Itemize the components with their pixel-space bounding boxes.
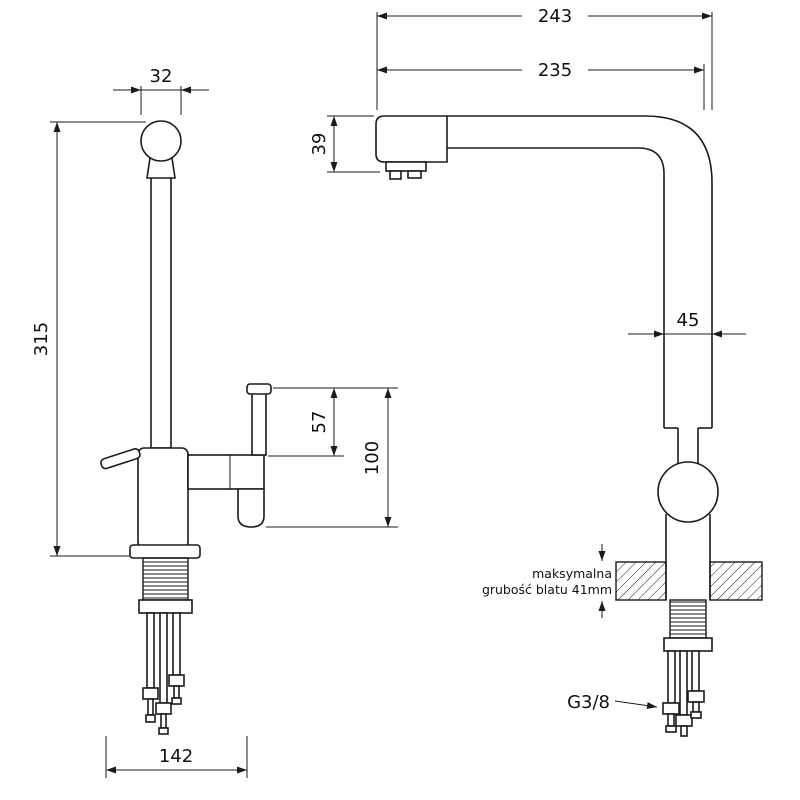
- dim-head-height: 39: [309, 115, 380, 173]
- front-hoses: [142, 612, 185, 735]
- dim-45-label: 45: [677, 310, 700, 331]
- dim-243-label: 243: [538, 6, 572, 27]
- front-mounting-nut: [138, 599, 193, 614]
- dim-235-label: 235: [538, 60, 572, 81]
- front-threaded-shank: [142, 557, 189, 601]
- dim-handle-height: 57: [268, 387, 398, 457]
- front-hose-fitting-2: [155, 702, 172, 715]
- dim-spout-reach: 235: [377, 60, 705, 110]
- counter-note-line2: grubość blatu 41mm: [482, 582, 612, 597]
- side-ball-joint: [657, 461, 719, 523]
- front-filter-lever-cap: [246, 383, 272, 395]
- dim-315-label: 315: [31, 322, 52, 356]
- thread-size-label: G3/8: [567, 692, 610, 713]
- front-hose-fitting-3: [168, 674, 185, 687]
- side-undercounter: [662, 599, 713, 737]
- thread-size-callout: G3/8: [567, 692, 658, 713]
- countertop-slab: maksymalna grubość blatu 41mm: [482, 544, 763, 618]
- front-riser-pipe: [150, 175, 172, 449]
- dim-total-depth: 243: [376, 6, 713, 110]
- dim-142-label: 142: [159, 746, 193, 767]
- faucet-front-outline: [100, 120, 272, 614]
- dim-57-label: 57: [309, 411, 330, 434]
- front-left-lever: [100, 447, 141, 470]
- side-spout-head: [375, 115, 448, 180]
- front-hose-fitting-1: [142, 687, 159, 700]
- dim-32-label: 32: [150, 66, 173, 87]
- dim-hose-span: 142: [105, 736, 248, 778]
- side-hose-fitting-3: [687, 690, 705, 703]
- dim-spout-width: 32: [113, 66, 209, 115]
- front-spout-cylinder: [187, 454, 265, 490]
- side-threaded-shank: [669, 599, 707, 639]
- side-mounting-nut: [663, 637, 713, 652]
- front-filter-lever-stem: [251, 391, 267, 456]
- dim-39-label: 39: [309, 133, 330, 156]
- side-hose-fitting-1: [662, 702, 680, 715]
- side-hose-fitting-2: [675, 714, 693, 727]
- side-arm-and-column: [447, 115, 719, 600]
- dim-column-width: 45: [628, 310, 746, 338]
- counter-note-line1: maksymalna: [532, 566, 612, 581]
- front-ball-head: [140, 120, 182, 162]
- side-view: maksymalna grubość blatu 41mm 243: [309, 6, 763, 737]
- front-main-body: [137, 447, 189, 549]
- dim-spout-drop: 100: [266, 388, 398, 528]
- front-view: 32 315 57 100: [31, 66, 398, 778]
- front-base-flange: [129, 544, 201, 559]
- dim-total-height: 315: [31, 121, 146, 557]
- front-outlet: [237, 488, 265, 528]
- side-aerator: [385, 161, 427, 172]
- dim-100-label: 100: [362, 441, 383, 475]
